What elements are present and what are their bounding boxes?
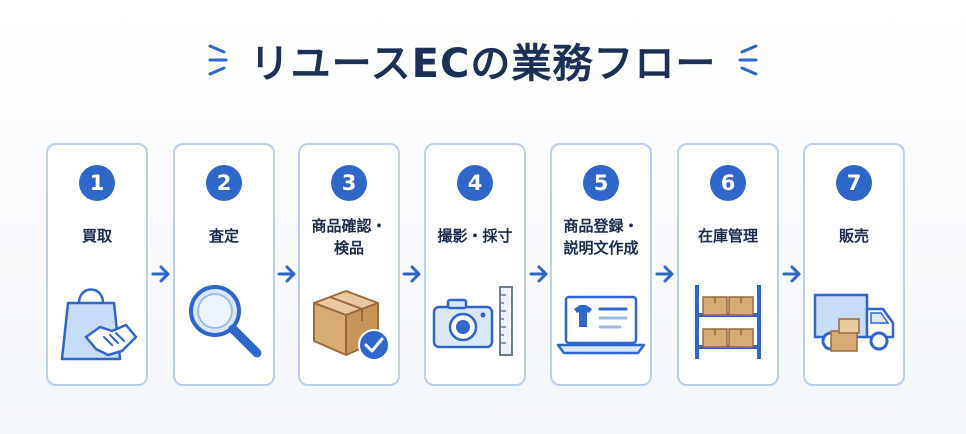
title-area: リユースECの業務フロー [0, 30, 966, 90]
step-label: 在庫管理 [697, 227, 758, 245]
step-card-4: 4 撮影・採寸 [424, 143, 526, 386]
flow-arrow-icon [151, 265, 170, 283]
step-card-7: 7 販売 [803, 143, 905, 386]
step-label: 査定 [208, 227, 239, 245]
step-number-badge: 3 [331, 165, 367, 201]
flow-arrow-icon [782, 265, 801, 283]
camera-ruler-icon [432, 286, 513, 356]
flow-arrow-icon [529, 265, 548, 283]
step-label: 商品登録・ 説明文作成 [563, 217, 639, 257]
step-number-badge: 7 [836, 165, 872, 201]
laptop-listing-icon [556, 295, 646, 355]
step-label: 撮影・採寸 [437, 227, 513, 245]
step-card-6: 6 在庫管理 [677, 143, 779, 386]
step-card-1: 1 買取 [46, 143, 148, 386]
right-sparkle-icon [738, 44, 758, 76]
warehouse-shelf-icon [695, 285, 761, 359]
step-label: 商品確認・ 検品 [311, 217, 387, 257]
delivery-truck-icon [813, 293, 895, 352]
step-label: 販売 [838, 227, 869, 245]
step-number-badge: 4 [457, 165, 493, 201]
flow-arrow-icon [402, 265, 421, 283]
step-number-badge: 6 [710, 165, 746, 201]
step-number-badge: 2 [206, 165, 242, 201]
step-card-5: 5 商品登録・ 説明文作成 [550, 143, 652, 386]
magnifier-icon [189, 285, 262, 358]
page-title: リユースECの業務フロー [249, 41, 717, 87]
step-card-2: 2 査定 [173, 143, 275, 386]
flow-arrow-icon [277, 265, 296, 283]
left-sparkle-icon [208, 44, 228, 76]
step-label: 買取 [81, 227, 112, 245]
box-checkmark-icon [313, 290, 390, 361]
flow-arrow-icon [655, 265, 674, 283]
step-card-3: 3 商品確認・ 検品 [298, 143, 400, 386]
step-number-badge: 1 [79, 165, 115, 201]
step-number-badge: 5 [583, 165, 619, 201]
shopping-bag-handshake-icon [60, 288, 138, 361]
